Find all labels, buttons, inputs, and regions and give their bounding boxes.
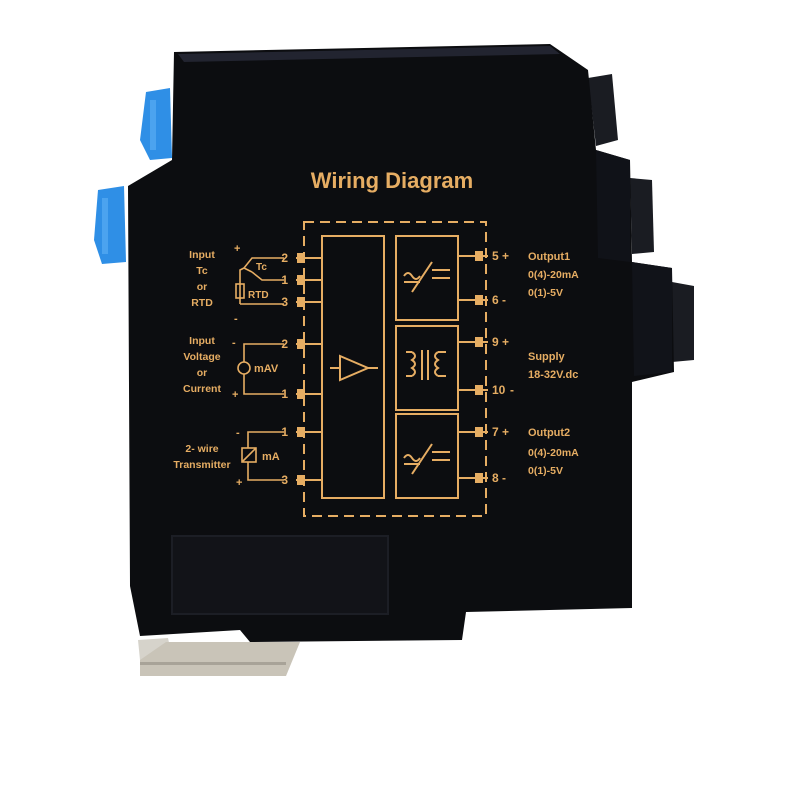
rtd-symbol-label: RTD [248, 290, 269, 301]
svg-text:0(4)-20mA: 0(4)-20mA [528, 269, 579, 281]
terminal-2-voltage: 2 [281, 337, 288, 351]
input-amplifier-block [321, 235, 385, 499]
left-terminal-blocks [94, 88, 172, 264]
input-voltage-current-label: Input Voltage or Current [183, 335, 221, 395]
transmitter-label: 2- wire Transmitter [173, 443, 230, 471]
module-housing [128, 44, 674, 642]
terminal-10-polarity: - [510, 383, 514, 397]
resistor-icon [235, 283, 245, 299]
terminal-9: 9 [492, 335, 499, 349]
supply-label: Supply 18-32V.dc [528, 351, 578, 381]
svg-text:0(1)-5V: 0(1)-5V [528, 465, 563, 477]
transmitter-ma-label: mA [262, 451, 280, 463]
svg-text:Current: Current [183, 383, 221, 395]
input-tc-rtd-label: Input Tc or RTD [189, 249, 215, 309]
tc-polarity-minus: - [234, 313, 238, 325]
right-terminal-blocks [588, 74, 694, 362]
terminal-7-polarity: + [502, 425, 509, 439]
svg-text:0(4)-20mA: 0(4)-20mA [528, 447, 579, 459]
amplifier-triangle-icon [330, 354, 378, 382]
output2-label: Output2 0(4)-20mA 0(1)-5V [528, 427, 579, 477]
blue-terminal-middle [94, 186, 126, 264]
output2-converter-block [395, 413, 459, 499]
mav-source-label: mAV [254, 363, 279, 375]
svg-text:Output2: Output2 [528, 427, 570, 439]
terminal-7: 7 [492, 425, 499, 439]
terminal-9-polarity: + [502, 335, 509, 349]
voltage-polarity-minus: - [232, 337, 236, 349]
terminal-10: 10 [492, 383, 506, 397]
ac-dc-converter-icon [403, 261, 450, 293]
dashed-housing-outline [303, 221, 487, 517]
svg-text:Supply: Supply [528, 351, 566, 363]
wiring-diagram-title: Wiring Diagram [311, 168, 473, 193]
voltage-polarity-plus: + [232, 389, 238, 401]
output1-label: Output1 0(4)-20mA 0(1)-5V [528, 251, 579, 299]
svg-text:18-32V.dc: 18-32V.dc [528, 369, 578, 381]
transmitter-icon [241, 431, 284, 481]
transmitter-polarity-plus: + [236, 477, 242, 489]
right-terminal-wiring [458, 251, 488, 483]
svg-text:or: or [197, 367, 208, 379]
terminal-3-tc: 3 [281, 295, 288, 309]
left-terminal-wiring [296, 253, 322, 485]
terminal-1-voltage: 1 [281, 387, 288, 401]
terminal-1-tc: 1 [281, 273, 288, 287]
svg-text:Voltage: Voltage [183, 351, 220, 363]
svg-text:Output1: Output1 [528, 251, 570, 263]
terminal-2-tc: 2 [281, 251, 288, 265]
terminal-3-transmitter: 3 [281, 473, 288, 487]
svg-text:Input: Input [189, 335, 215, 347]
terminal-5-polarity: + [502, 249, 509, 263]
current-source-icon [237, 343, 284, 395]
tc-symbol-label: Tc [256, 262, 267, 273]
transmitter-polarity-minus: - [236, 427, 240, 439]
isolation-transformer-icon [406, 350, 446, 380]
terminal-6-polarity: - [502, 293, 506, 307]
terminal-1-transmitter: 1 [281, 425, 288, 439]
svg-text:Input: Input [189, 249, 215, 261]
svg-text:Tc: Tc [196, 265, 208, 277]
thermocouple-icon [239, 257, 284, 305]
ac-dc-converter-icon-2 [403, 443, 450, 475]
terminal-6: 6 [492, 293, 499, 307]
terminal-5: 5 [492, 249, 499, 263]
blank-label-area [171, 535, 389, 615]
svg-text:Transmitter: Transmitter [173, 459, 230, 471]
svg-text:RTD: RTD [191, 297, 213, 309]
power-isolator-block [395, 325, 459, 411]
svg-text:or: or [197, 281, 208, 293]
output1-converter-block [395, 235, 459, 321]
terminal-8-polarity: - [502, 471, 506, 485]
din-rail-clip [138, 638, 300, 676]
tc-polarity-plus: + [234, 243, 240, 255]
terminal-8: 8 [492, 471, 499, 485]
svg-text:0(1)-5V: 0(1)-5V [528, 287, 563, 299]
svg-text:2- wire: 2- wire [185, 443, 218, 455]
